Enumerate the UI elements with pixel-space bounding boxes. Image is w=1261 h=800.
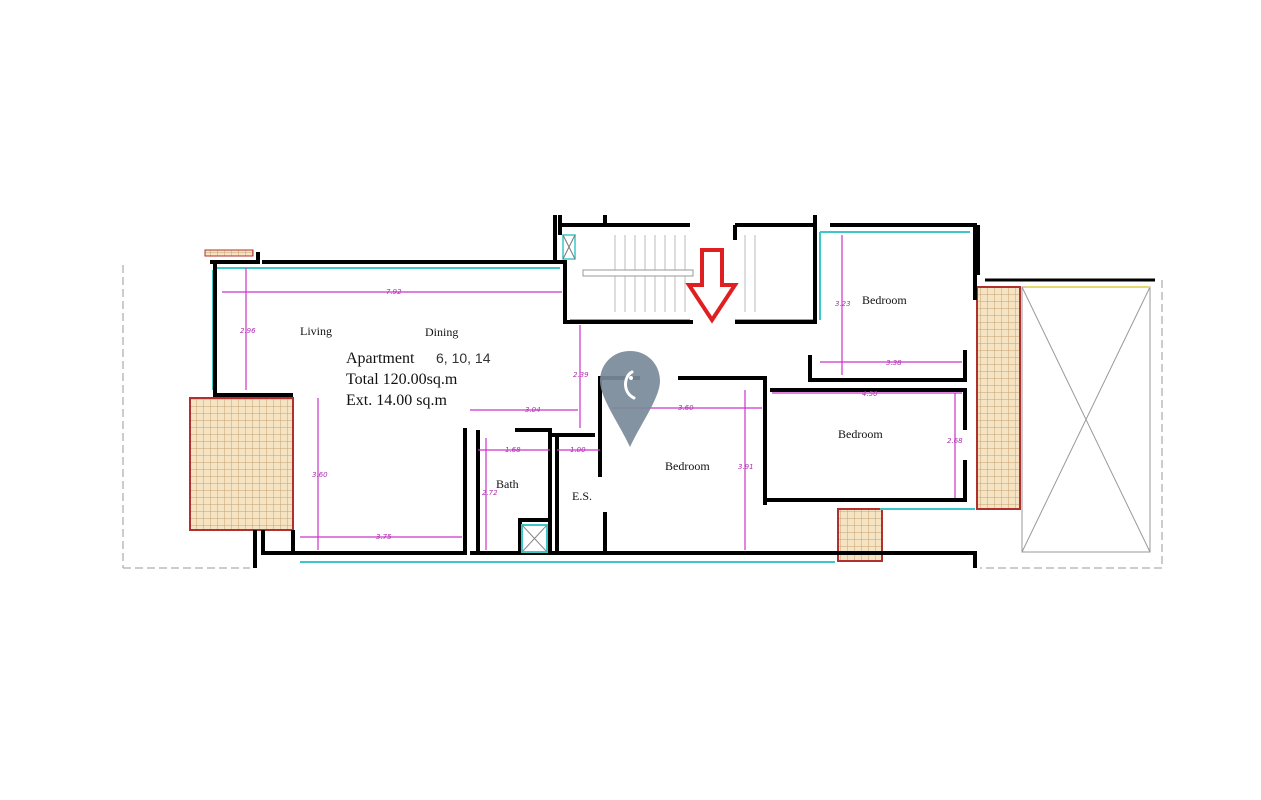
- dim-corridor-height: 2.39: [573, 371, 589, 379]
- apartment-label: Apartment: [346, 350, 415, 367]
- dim-bedroom-2-height: 2.68: [947, 437, 963, 445]
- arrow-down-icon: [685, 248, 739, 324]
- apartment-numbers: 6, 10, 14: [436, 350, 491, 366]
- room-label-living: Living: [300, 324, 332, 338]
- room-label-bath: Bath: [496, 477, 519, 491]
- dim-bath-height: 2.72: [482, 489, 498, 497]
- dim-bedroom-1-height: 3.91: [738, 463, 754, 471]
- room-label-bedroom-1: Bedroom: [665, 459, 710, 473]
- dim-es-width: 1.00: [570, 446, 586, 454]
- room-label-dining: Dining: [425, 325, 458, 339]
- dim-corridor-width: 3.04: [525, 406, 541, 414]
- terrace-left: [189, 397, 294, 531]
- dim-living-upper-height: 2.96: [240, 327, 256, 335]
- dim-living-width: 7.92: [386, 288, 402, 296]
- room-label-bedroom-2: Bedroom: [838, 427, 883, 441]
- dim-living-lower-height: 3.60: [312, 471, 328, 479]
- dim-bedroom-2-width: 4.50: [862, 390, 878, 398]
- dimension-labels: 7.92 2.96 3.60 3.75 2.39 3.04 1.68 2.72 …: [240, 288, 963, 541]
- dim-bedroom-3-height: 3.23: [835, 300, 851, 308]
- room-label-bedroom-3: Bedroom: [862, 293, 907, 307]
- dimension-lines: [222, 235, 962, 550]
- apartment-total-area: Total 120.00sq.m: [346, 371, 458, 388]
- railing-top-left: [204, 249, 254, 257]
- apartment-external-area: Ext. 14.00 sq.m: [346, 392, 447, 409]
- dim-bedroom-1-width: 3.60: [678, 404, 694, 412]
- terrace-right: [976, 286, 1021, 510]
- open-void-area: [980, 278, 1163, 569]
- dim-bath-width: 1.68: [505, 446, 521, 454]
- room-label-es: E.S.: [572, 489, 592, 503]
- staircase: [562, 234, 756, 312]
- dim-bedroom-3-width: 3.38: [886, 359, 902, 367]
- map-pin-icon[interactable]: [600, 351, 660, 447]
- dim-living-lower-width: 3.75: [376, 533, 392, 541]
- walls: [210, 215, 980, 568]
